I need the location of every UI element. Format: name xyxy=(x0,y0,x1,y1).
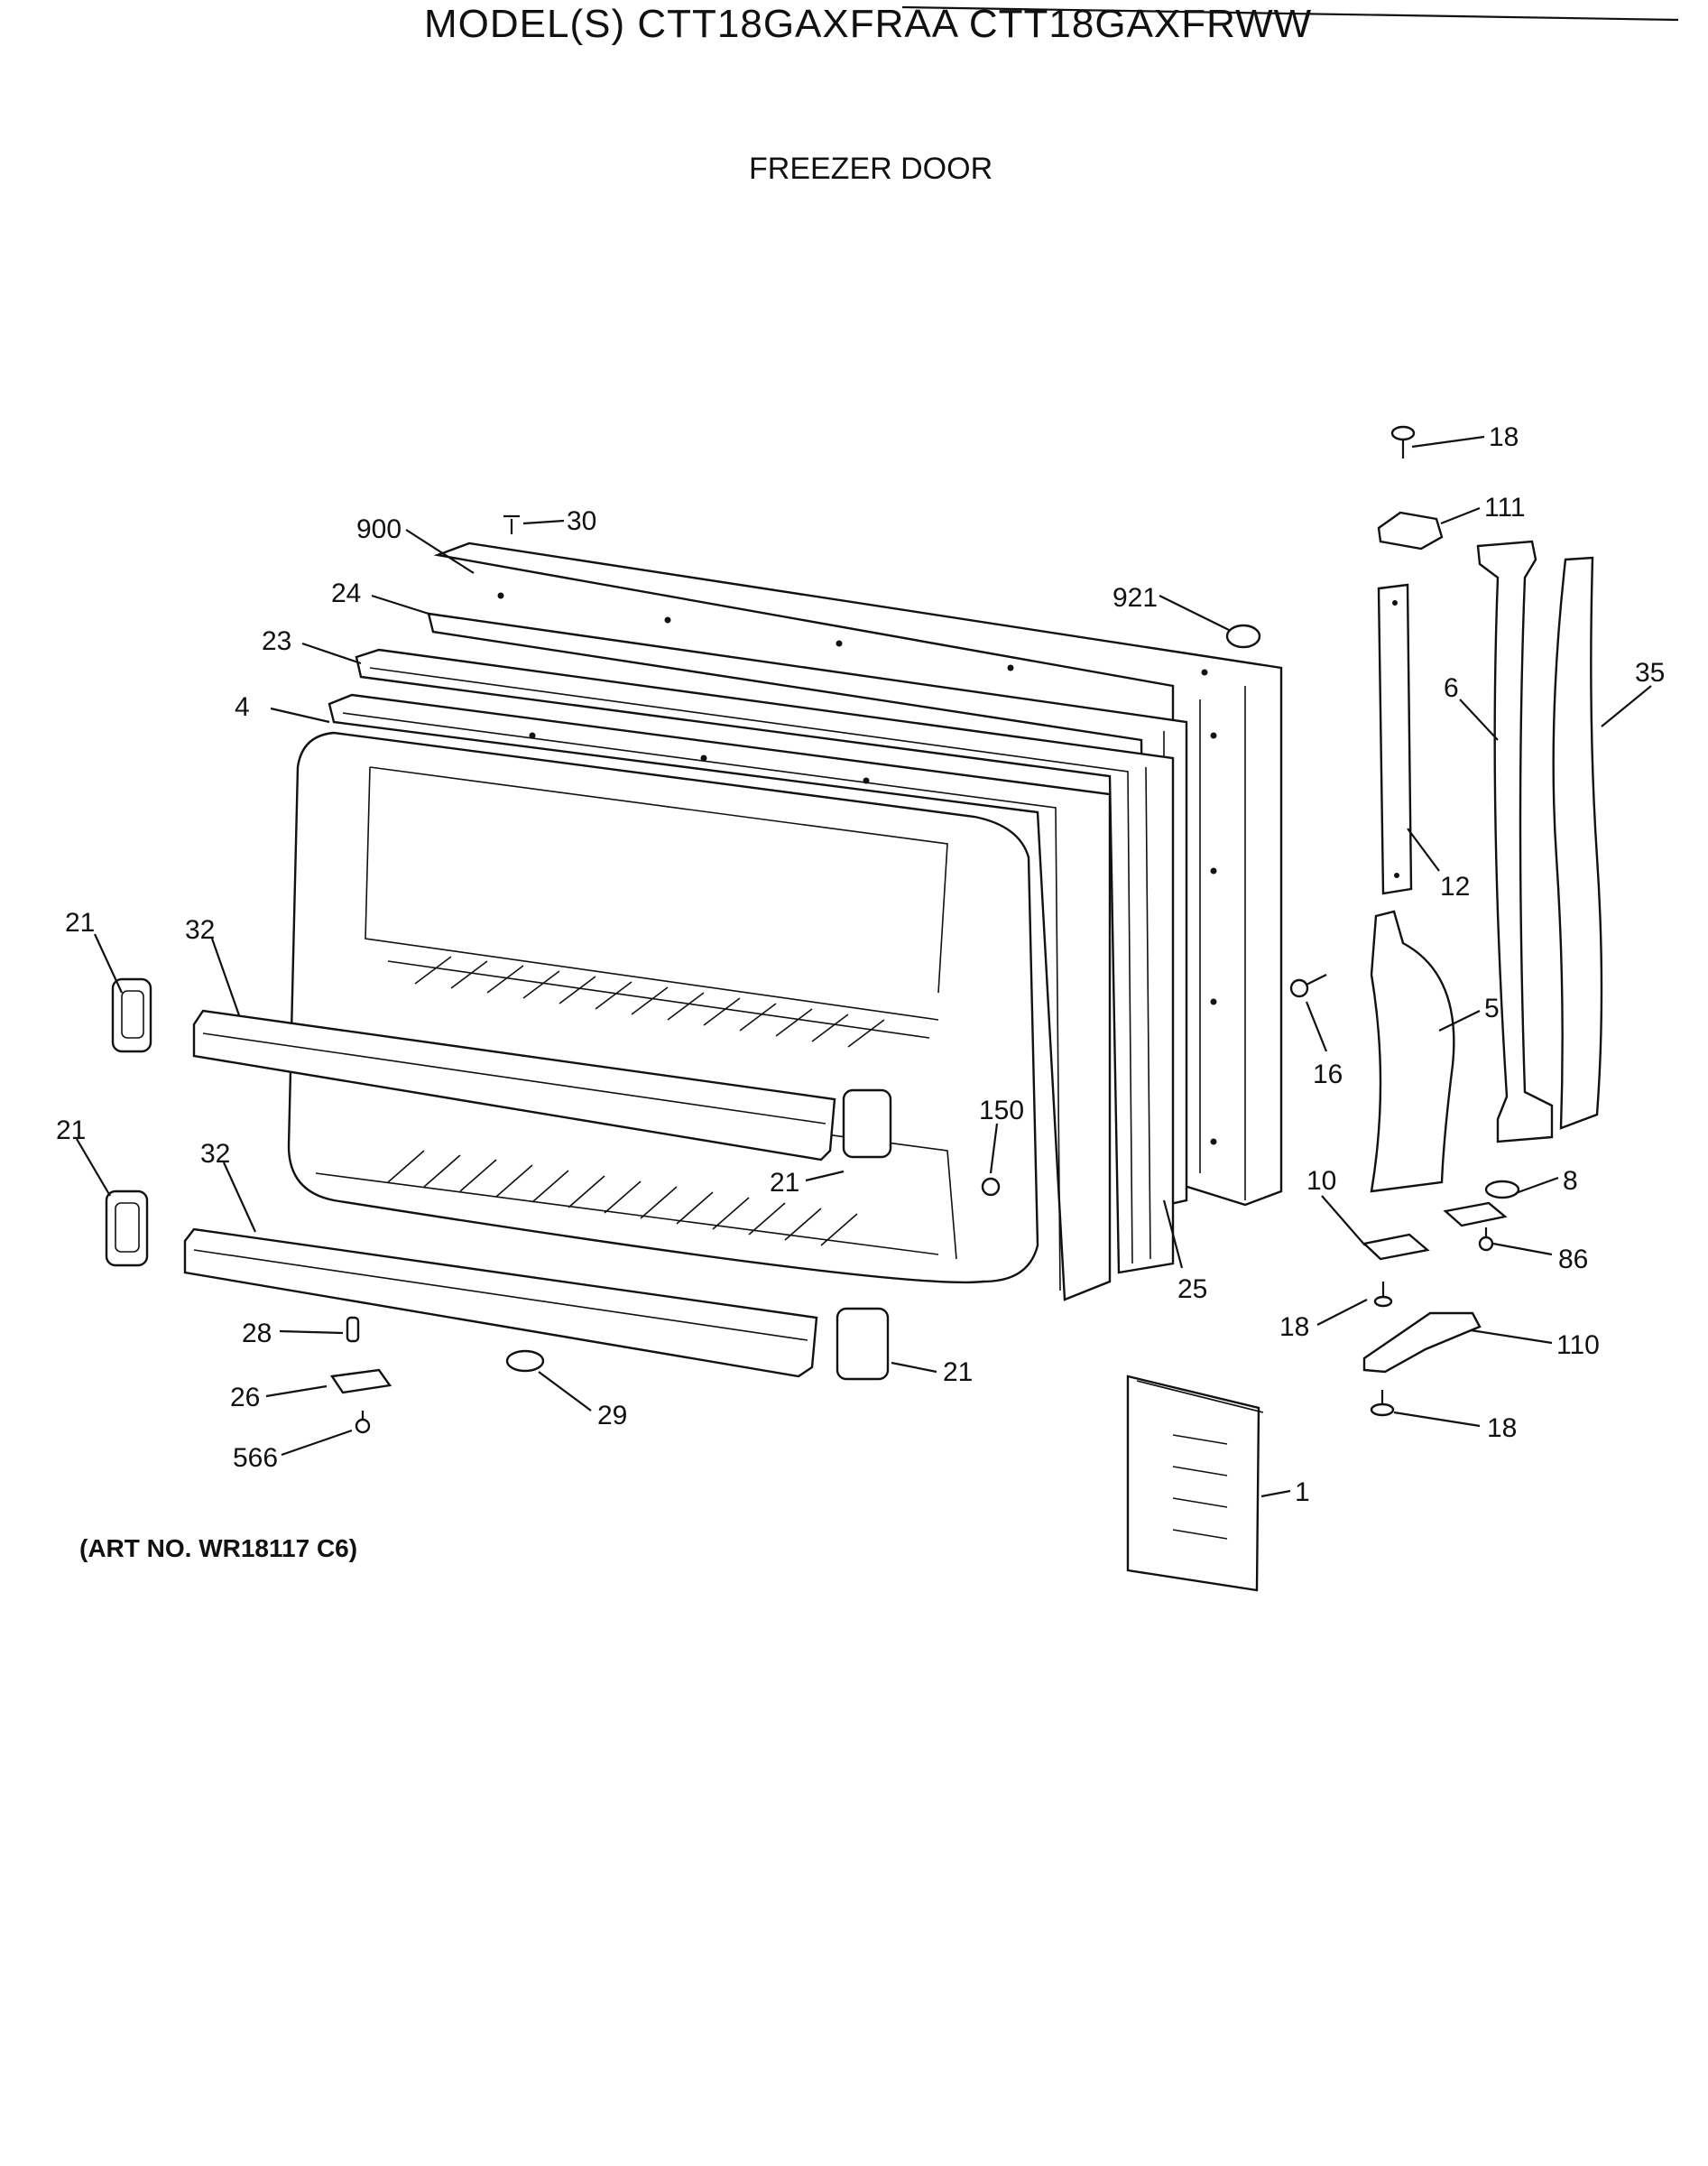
callout-26: 26 xyxy=(230,1383,260,1412)
callout-8: 8 xyxy=(1563,1166,1578,1196)
callout-29: 29 xyxy=(597,1401,627,1430)
callout-18-top: 18 xyxy=(1489,422,1519,452)
art-number: (ART NO. WR18117 C6) xyxy=(79,1534,358,1562)
callout-921: 921 xyxy=(1113,583,1158,613)
callout-28: 28 xyxy=(242,1319,272,1348)
callout-23: 23 xyxy=(262,626,291,656)
callout-30: 30 xyxy=(567,506,596,536)
callout-150: 150 xyxy=(979,1096,1024,1125)
screw-18-bottom xyxy=(1370,1390,1395,1417)
handle-6 xyxy=(1476,540,1554,1143)
screw-18-top xyxy=(1390,425,1416,458)
hinge-110 xyxy=(1362,1311,1482,1374)
hinge-111 xyxy=(1377,511,1444,551)
screw-566 xyxy=(355,1411,371,1434)
callout-900: 900 xyxy=(356,514,402,544)
screw-18-middle xyxy=(1373,1282,1393,1308)
shelf-end-cap-lower-right xyxy=(836,1307,890,1381)
screw-150 xyxy=(981,1177,1001,1197)
callout-21-d: 21 xyxy=(943,1357,973,1387)
callout-21-a: 21 xyxy=(65,908,95,938)
plug-921 xyxy=(1225,624,1261,649)
callout-35: 35 xyxy=(1635,658,1665,688)
callout-111: 111 xyxy=(1484,493,1526,523)
callout-1: 1 xyxy=(1295,1477,1310,1507)
callout-5: 5 xyxy=(1484,994,1500,1023)
shelf-end-cap-upper-right xyxy=(842,1088,892,1159)
door-shelf-bar-lower xyxy=(183,1227,818,1378)
callout-numbers: 18 111 30 900 24 921 23 4 35 6 12 21 32 … xyxy=(56,422,1665,1507)
lower-shelf-slats xyxy=(315,1150,939,1255)
page-title: MODEL(S) CTT18GAXFRAA CTT18GAXFRWW xyxy=(424,2,1313,46)
handle-bracket-12 xyxy=(1377,583,1413,895)
pin-28 xyxy=(346,1316,360,1343)
callout-32-upper: 32 xyxy=(185,915,215,945)
callout-25: 25 xyxy=(1177,1274,1207,1304)
upper-shelf-slats xyxy=(387,956,930,1048)
callout-32-lower: 32 xyxy=(200,1139,230,1169)
callout-6: 6 xyxy=(1444,673,1459,703)
callout-566: 566 xyxy=(233,1443,278,1473)
callout-18-bottom: 18 xyxy=(1487,1413,1517,1443)
handle-cover-5 xyxy=(1370,910,1455,1193)
callout-86: 86 xyxy=(1558,1245,1588,1274)
callout-16: 16 xyxy=(1313,1060,1343,1089)
page-subtitle: FREEZER DOOR xyxy=(749,152,993,186)
callout-21-b: 21 xyxy=(56,1115,86,1145)
callout-18-middle: 18 xyxy=(1279,1312,1309,1342)
hinge-pin-10 xyxy=(1362,1233,1430,1261)
callout-21-c: 21 xyxy=(770,1168,799,1198)
callout-4: 4 xyxy=(235,692,250,722)
door-shelf-bar-upper xyxy=(192,1009,836,1162)
inner-liner xyxy=(287,731,1039,1284)
hinge-plate-26 xyxy=(329,1368,392,1394)
spacer-8 xyxy=(1443,1180,1520,1227)
manual-1 xyxy=(1126,1375,1264,1592)
screw-16 xyxy=(1289,974,1327,998)
breaker-frame xyxy=(355,648,1175,1274)
screw-30 xyxy=(503,514,520,534)
callout-110: 110 xyxy=(1556,1330,1600,1360)
callout-12: 12 xyxy=(1440,872,1470,902)
trim-35 xyxy=(1552,556,1603,1130)
shelf-end-cap-lower-left xyxy=(105,1189,149,1267)
callout-10: 10 xyxy=(1306,1166,1336,1196)
door-liner-frame xyxy=(328,693,1112,1301)
header-rule xyxy=(901,5,1679,22)
bushing-29 xyxy=(505,1349,545,1373)
screw-86 xyxy=(1478,1227,1494,1252)
shelf-end-cap-upper-left xyxy=(111,977,152,1053)
callout-24: 24 xyxy=(331,579,361,608)
leader-lines xyxy=(76,435,1652,1498)
